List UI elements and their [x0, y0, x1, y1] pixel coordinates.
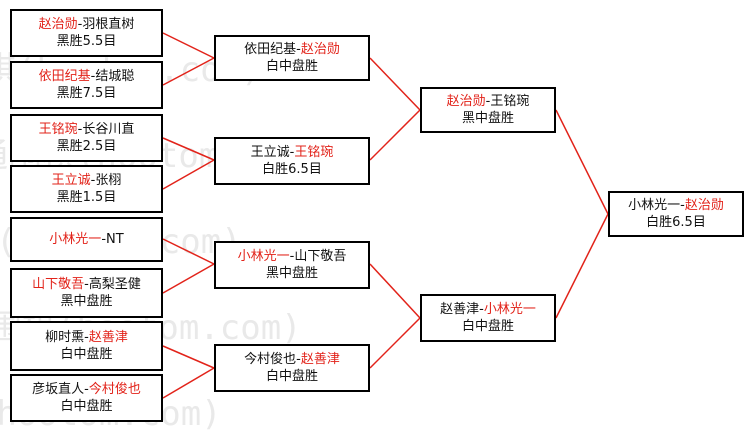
match-players: 依田纪基-结城聪 — [38, 69, 135, 84]
round1-match: 彦坂直人-今村俊也 白中盘胜 — [10, 374, 163, 422]
player-name: 今村俊也 — [88, 382, 141, 397]
semifinal-match: 赵善津-小林光一 白中盘胜 — [420, 294, 556, 342]
match-players: 王立诚-张栩 — [51, 173, 122, 188]
match-result: 黑中盘胜 — [265, 266, 318, 281]
match-players: 小林光一-赵治勋 — [628, 198, 724, 213]
player-name: 张栩 — [95, 173, 122, 188]
connector-line — [555, 213, 609, 319]
player-name: 小林光一 — [49, 232, 102, 247]
player-name: 赵治勋 — [38, 17, 78, 32]
connector-line — [162, 32, 215, 59]
round2-match: 王立诚-王铭琬 白胜6.5目 — [214, 137, 370, 185]
round2-match: 今村俊也-赵善津 白中盘胜 — [214, 344, 370, 392]
match-result: 黑胜5.5目 — [56, 34, 117, 49]
player-name: 王铭琬 — [490, 94, 530, 109]
match-players: 山下敬吾-高梨圣健 — [32, 277, 141, 292]
match-result: 白中盘胜 — [60, 399, 113, 414]
match-players: 赵治勋-王铭琬 — [446, 94, 530, 109]
match-result: 白胜6.5目 — [262, 162, 322, 177]
connector-line — [555, 109, 609, 215]
player-name: 赵治勋 — [684, 198, 724, 213]
round1-match: 王铭琬-长谷川直 黑胜2.5目 — [10, 114, 163, 162]
match-players: 小林光一-山下敬吾 — [237, 249, 347, 264]
connector-line — [369, 57, 421, 111]
player-name: 羽根直树 — [82, 17, 135, 32]
match-players: 彦坂直人-今村俊也 — [32, 382, 141, 397]
connector-line — [162, 367, 215, 399]
player-name: 赵治勋 — [300, 42, 340, 57]
player-name: 长谷川直 — [82, 122, 135, 137]
round1-match: 依田纪基-结城聪 黑胜7.5目 — [10, 61, 163, 109]
connector-line — [162, 345, 215, 369]
player-name: NT — [106, 232, 124, 247]
match-players: 赵治勋-羽根直树 — [38, 17, 135, 32]
connector-line — [369, 263, 421, 319]
round2-match: 小林光一-山下敬吾 黑中盘胜 — [214, 241, 370, 289]
match-result: 白中盘胜 — [265, 59, 318, 74]
round1-match: 山下敬吾-高梨圣健 黑中盘胜 — [10, 268, 163, 318]
round2-match: 依田纪基-赵治勋 白中盘胜 — [214, 35, 370, 81]
match-players: 小林光一-NT — [49, 232, 124, 247]
connector-line — [369, 109, 421, 161]
player-name: 赵善津 — [440, 302, 480, 317]
match-players: 赵善津-小林光一 — [440, 302, 536, 317]
connector-line — [162, 238, 215, 265]
match-result: 黑胜2.5目 — [56, 139, 117, 154]
match-result: 黑中盘胜 — [60, 294, 113, 309]
semifinal-match: 赵治勋-王铭琬 黑中盘胜 — [420, 87, 556, 133]
player-name: 山下敬吾 — [294, 249, 347, 264]
connector-line — [162, 263, 215, 294]
player-name: 王铭琬 — [294, 145, 334, 160]
match-result: 白中盘胜 — [60, 347, 113, 362]
player-name: 依田纪基 — [38, 69, 91, 84]
round1-match: 小林光一-NT — [10, 217, 163, 262]
player-name: 彦坂直人 — [32, 382, 85, 397]
player-name: 结城聪 — [95, 69, 135, 84]
match-players: 柳时熏-赵善津 — [45, 330, 128, 345]
match-result: 黑胜7.5目 — [56, 86, 117, 101]
player-name: 高梨圣健 — [88, 277, 141, 292]
player-name: 小林光一 — [483, 302, 536, 317]
player-name: 小林光一 — [237, 249, 290, 264]
match-players: 王铭琬-长谷川直 — [38, 122, 135, 137]
player-name: 赵善津 — [88, 330, 128, 345]
player-name: 今村俊也 — [244, 352, 297, 367]
connector-line — [369, 317, 421, 369]
round1-match: 赵治勋-羽根直树 黑胜5.5目 — [10, 9, 163, 57]
match-result: 黑中盘胜 — [461, 111, 514, 126]
round1-match: 王立诚-张栩 黑胜1.5目 — [10, 165, 163, 213]
match-result: 白中盘胜 — [265, 369, 318, 384]
player-name: 依田纪基 — [244, 42, 297, 57]
match-players: 王立诚-王铭琬 — [250, 145, 334, 160]
player-name: 赵善津 — [300, 352, 340, 367]
player-name: 小林光一 — [628, 198, 681, 213]
match-result: 白中盘胜 — [461, 319, 514, 334]
player-name: 山下敬吾 — [32, 277, 85, 292]
player-name: 王立诚 — [250, 145, 290, 160]
match-players: 今村俊也-赵善津 — [244, 352, 340, 367]
match-result: 白胜6.5目 — [646, 215, 706, 230]
player-name: 柳时熏 — [45, 330, 85, 345]
round1-match: 柳时熏-赵善津 白中盘胜 — [10, 321, 163, 371]
match-result: 黑胜1.5目 — [56, 190, 117, 205]
final-match: 小林光一-赵治勋 白胜6.5目 — [608, 191, 744, 237]
match-players: 依田纪基-赵治勋 — [244, 42, 340, 57]
player-name: 王铭琬 — [38, 122, 78, 137]
player-name: 赵治勋 — [446, 94, 486, 109]
connector-line — [162, 57, 215, 86]
connector-line — [162, 137, 215, 161]
player-name: 王立诚 — [51, 173, 91, 188]
connector-line — [162, 159, 215, 190]
